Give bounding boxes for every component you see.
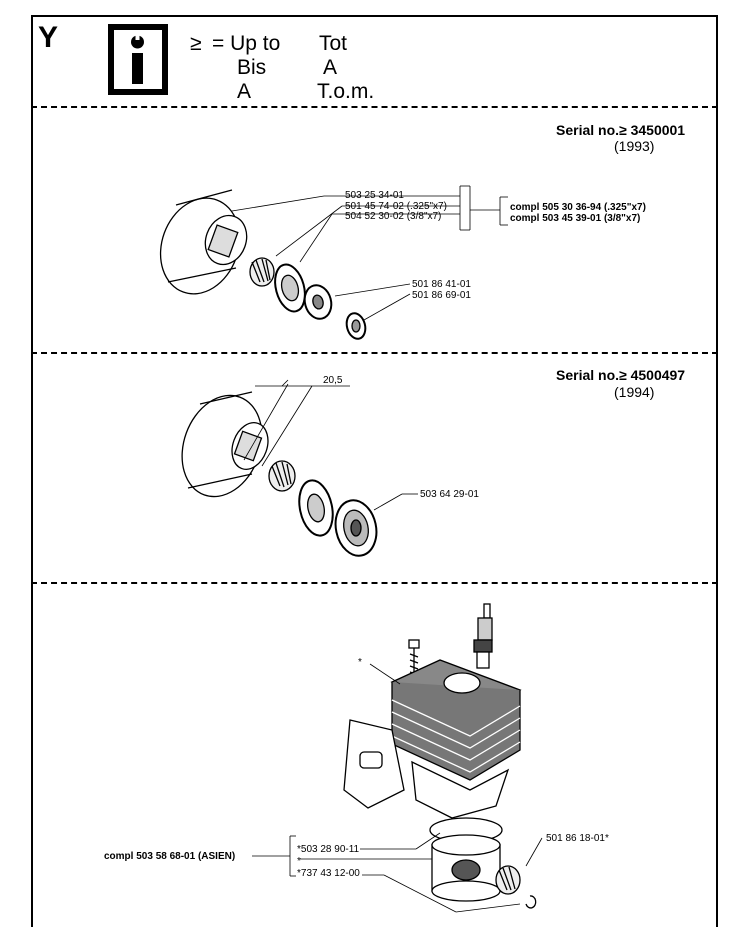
part-label: 503 64 29-01 (420, 489, 479, 500)
star-marker: * (358, 657, 362, 668)
serial-year-1: (1993) (614, 138, 655, 154)
section-divider (31, 582, 718, 584)
legend-row-2-col-1: Bis (237, 56, 267, 79)
compl-label: compl 505 30 36-94 (.325"x7) (510, 202, 646, 213)
part-label: * (297, 856, 301, 867)
page-frame (31, 15, 718, 927)
legend-row-1-col-2: Tot (319, 32, 348, 55)
section-letter: Y (38, 21, 59, 54)
section-divider (31, 106, 718, 108)
serial-label-1: Serial no.≥ 3450001 (556, 122, 686, 138)
serial-year-2: (1994) (614, 384, 655, 400)
legend-row-1-col-1: = Up to (212, 32, 281, 55)
legend-row-3-col-2: T.o.m. (317, 80, 375, 103)
part-label: 501 45 74-02 (.325"x7) (345, 201, 447, 212)
part-label: 501 86 18-01* (546, 833, 609, 844)
serial-label-2: Serial no.≥ 4500497 (556, 367, 686, 383)
part-label: 504 52 30-02 (3/8"x7) (345, 211, 442, 222)
dimension-label: 20,5 (323, 375, 343, 386)
legend-row-2-col-2: A (323, 56, 338, 79)
legend-row-3-col-1: A (237, 80, 252, 103)
part-label: *737 43 12-00 (297, 868, 360, 879)
legend-symbol: ≥ (190, 32, 202, 55)
part-label: 501 86 41-01 (412, 279, 471, 290)
part-label: *503 28 90-11 (297, 844, 360, 855)
part-label: 503 25 34-01 (345, 190, 404, 201)
part-label: 501 86 69-01 (412, 290, 471, 301)
compl-label: compl 503 58 68-01 (ASIEN) (104, 851, 236, 862)
compl-label: compl 503 45 39-01 (3/8"x7) (510, 213, 641, 224)
section-divider (31, 352, 718, 354)
